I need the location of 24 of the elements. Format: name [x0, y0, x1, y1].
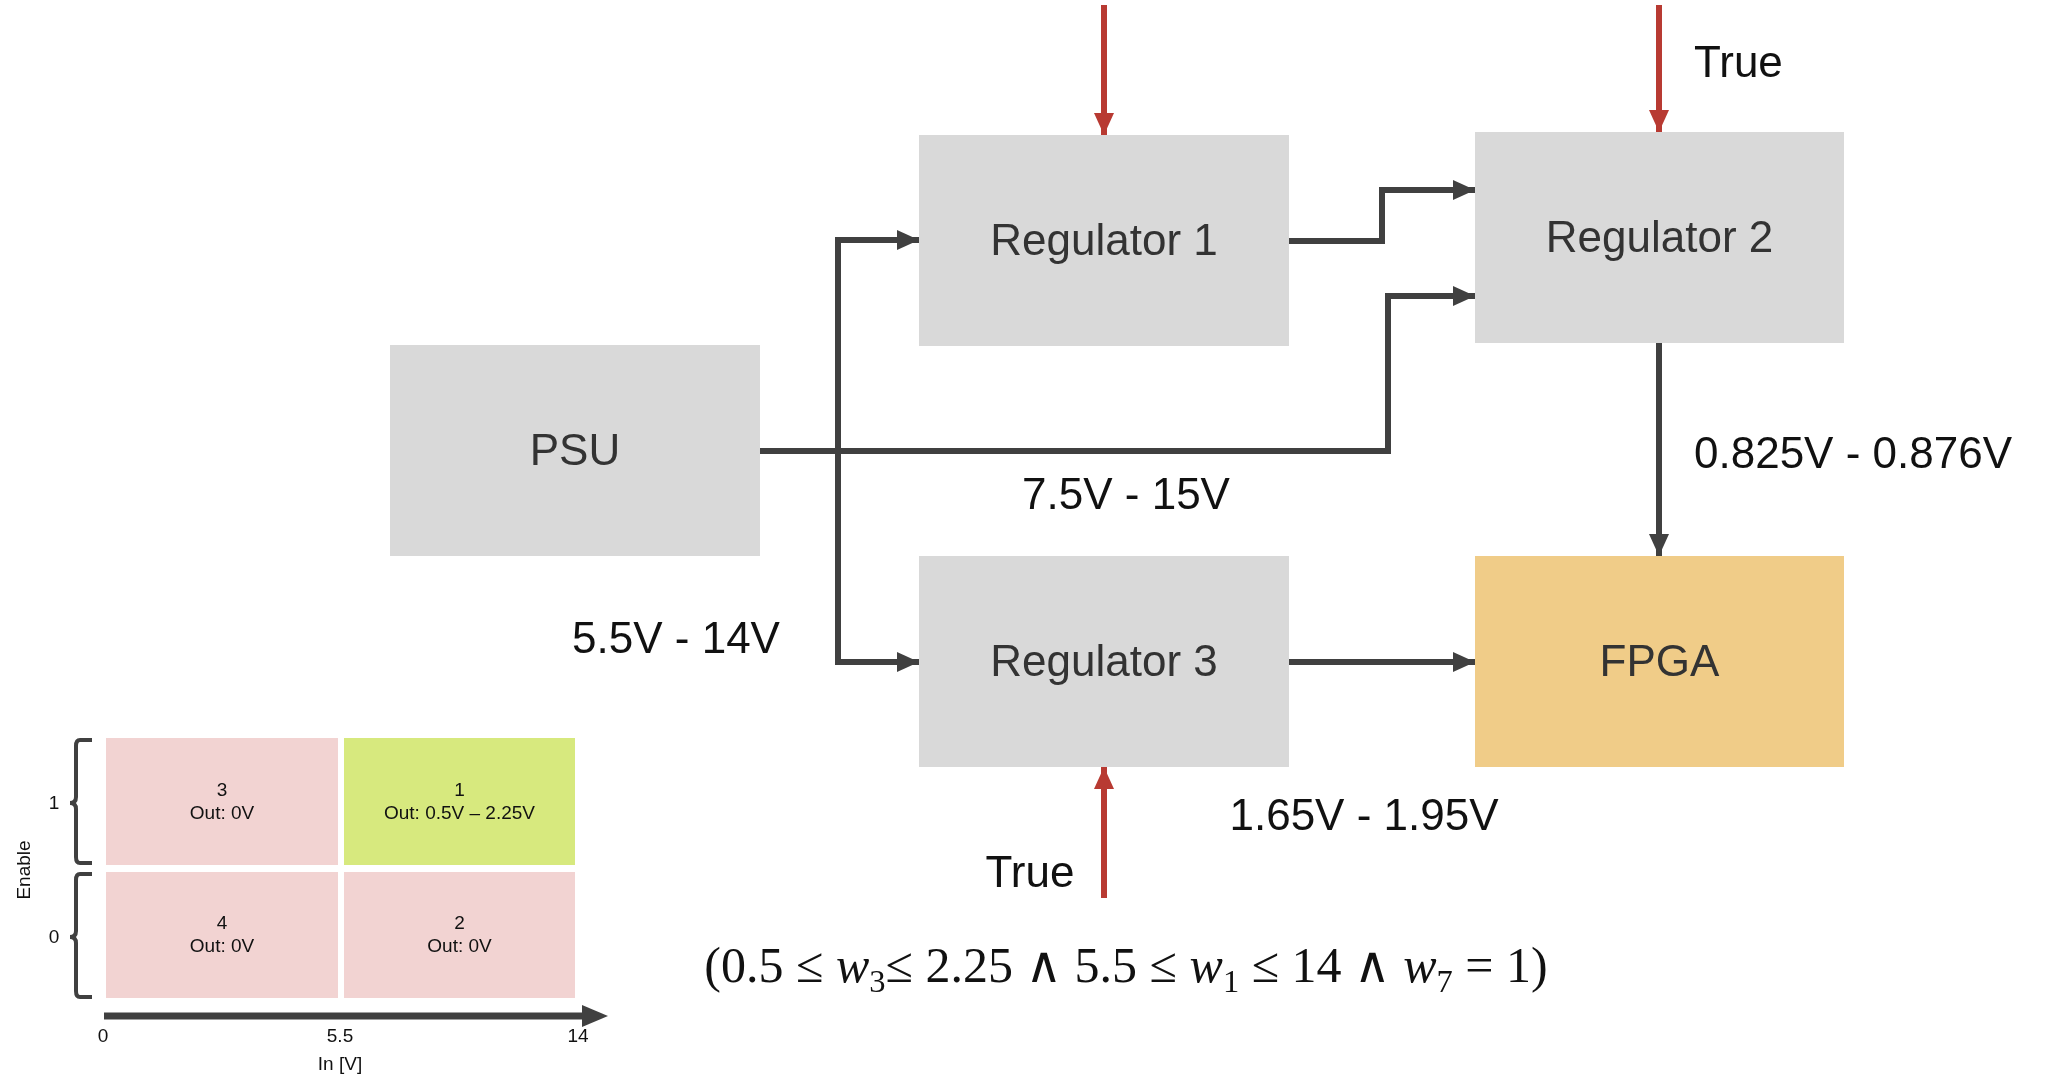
- formula: (0.5 ≤ w$_{3}$≤ 2.25 ∧ 5.5 ≤ w$_{1}$ ≤ 14 ∧ w$_{7}$ = 1): [704, 936, 1548, 1000]
- arrow: [1289, 180, 1475, 244]
- axis-label: 1: [48, 792, 60, 814]
- process-box: Regulator 3: [919, 556, 1289, 767]
- process-box: PSU: [390, 345, 760, 556]
- axis-label: 5.5: [326, 1025, 354, 1047]
- region-cell: 2 Out: 0V: [344, 872, 575, 998]
- process-box: Regulator 2: [1475, 132, 1844, 343]
- arrow: [1289, 652, 1475, 672]
- axis-label: 0: [97, 1025, 109, 1047]
- axis-label: 14: [567, 1025, 589, 1047]
- process-box: Regulator 1: [919, 135, 1289, 346]
- region-cell: 4 Out: 0V: [106, 872, 338, 998]
- arrow: [1094, 767, 1114, 898]
- arrow: [1649, 343, 1669, 556]
- arrow: [760, 448, 919, 672]
- region-cell: 1 Out: 0.5V – 2.25V: [344, 738, 575, 865]
- process-box: FPGA: [1475, 556, 1844, 767]
- region-cell: 3 Out: 0V: [106, 738, 338, 865]
- arrow: [1094, 5, 1114, 135]
- arrow: [1649, 5, 1669, 132]
- axis-label: In [V]: [317, 1053, 363, 1075]
- axis-label: Enable: [13, 840, 35, 900]
- axis-label: 0: [48, 926, 60, 948]
